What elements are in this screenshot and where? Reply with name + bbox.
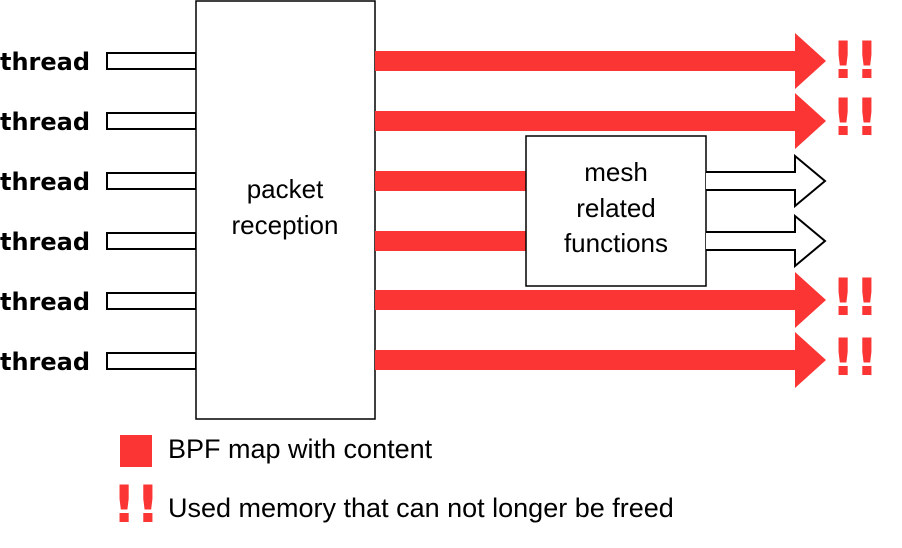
warning-mark-6: !! — [831, 328, 878, 388]
mesh-output-arrow-1 — [706, 153, 827, 209]
legend-map-swatch — [120, 435, 152, 467]
thread-label-5: thread — [0, 288, 90, 316]
legend-map-label: BPF map with content — [168, 434, 433, 464]
warning-mark-5: !! — [831, 268, 878, 328]
bpf-map-arrow-2 — [375, 93, 826, 149]
packet-reception-label-line1: packet — [247, 174, 324, 204]
thread-label-1: thread — [0, 48, 90, 76]
mesh-functions-box — [525, 135, 707, 287]
thread-label-3: thread — [0, 168, 90, 196]
thread-input-bar-3 — [106, 172, 197, 190]
mesh-functions-label-line3: functions — [564, 228, 668, 258]
thread-input-bar-6 — [106, 352, 197, 370]
legend-warning-label: Used memory that can not longer be freed — [168, 493, 674, 523]
mesh-output-arrow-2 — [706, 213, 827, 269]
thread-input-bar-2 — [106, 112, 197, 130]
legend-warning-mark: !! — [112, 475, 159, 535]
warning-mark-1: !! — [831, 31, 878, 91]
bpf-map-arrow-1 — [375, 33, 826, 89]
mesh-functions-label-line2: related — [576, 193, 656, 223]
thread-input-bar-4 — [106, 232, 197, 250]
bpf-map-bar-3 — [375, 171, 526, 191]
thread-label-4: thread — [0, 228, 90, 256]
warning-mark-2: !! — [831, 88, 878, 148]
packet-reception-box — [195, 0, 376, 420]
thread-label-2: thread — [0, 108, 90, 136]
bpf-map-arrow-6 — [375, 332, 826, 388]
mesh-functions-label-line1: mesh — [584, 157, 648, 187]
thread-label-6: thread — [0, 348, 90, 376]
thread-input-bar-1 — [106, 52, 197, 70]
thread-input-bar-5 — [106, 292, 197, 310]
bpf-map-bar-4 — [375, 231, 526, 251]
bpf-map-arrow-5 — [375, 272, 826, 328]
packet-reception-label-line2: reception — [232, 210, 339, 240]
